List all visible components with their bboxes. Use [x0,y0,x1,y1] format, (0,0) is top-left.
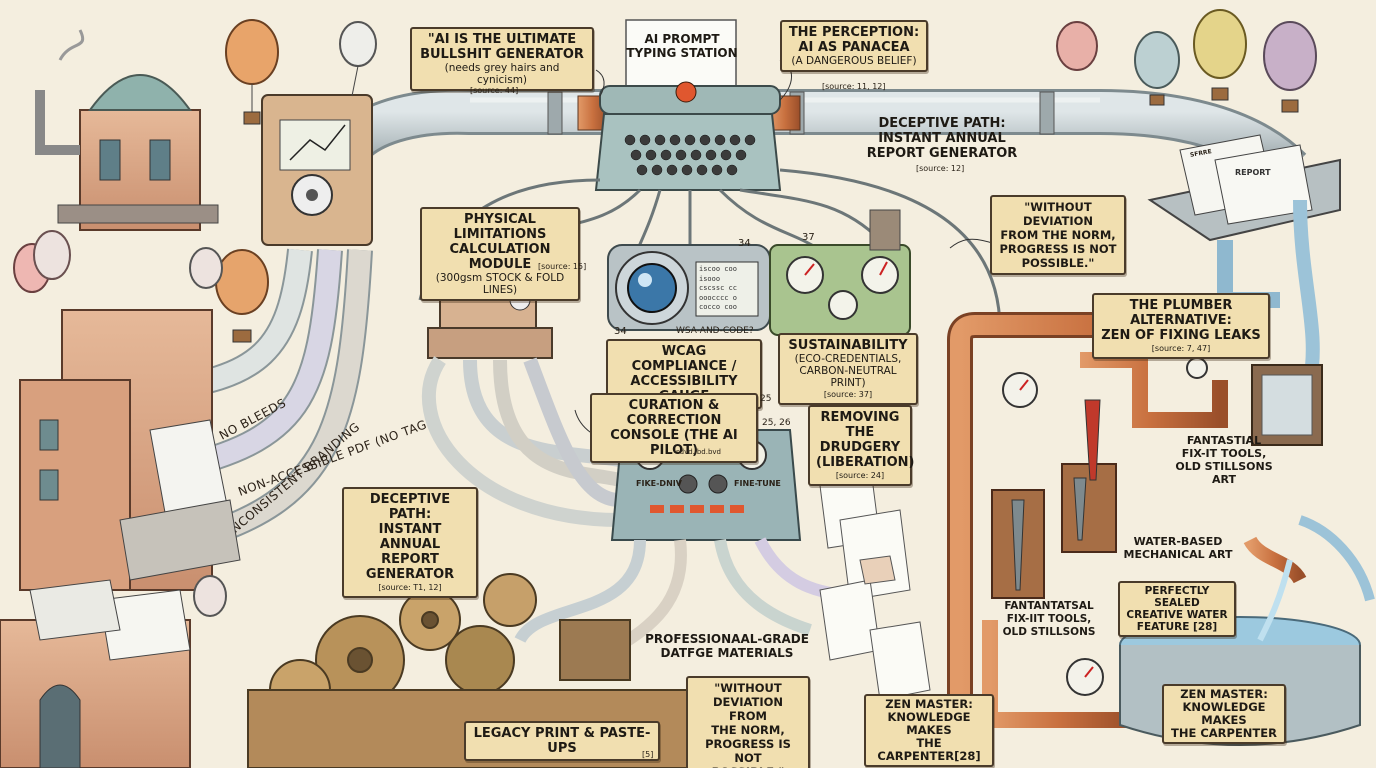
annotation-25: 25 [760,394,772,404]
floating-papers [817,461,931,701]
balloons [13,9,1317,617]
label-professional-materials: PROFESSIONAAL-GRADE DATFGE MATERIALS [634,632,820,660]
gauge-panel-green [769,209,911,336]
camera-screen: iscoo coo isooo cscssc cc ooocccc o cocc… [699,265,757,313]
bullshit-source: [source: 44] [470,86,519,95]
label-quote-top: "WITHOUT DEVIATION FROM THE NORM, PROGRE… [990,195,1126,275]
perception-sub: (A DANGEROUS BELIEF) [791,55,917,67]
camera-module [607,244,771,331]
sustainability-source: [source: 37] [823,390,873,399]
label-curation-console: CURATION & CORRECTION CONSOLE (THE AI PI… [590,393,758,463]
bullshit-sub: (needs grey hairs and cynicism) [444,62,560,86]
typewriter [594,19,782,191]
zen-right-text: ZEN MASTER: KNOWLEDGE MAKES THE CARPENTE… [1171,687,1277,740]
deceptive-left-source: [source: T1, 12] [378,583,442,592]
drudgery-title: REMOVING THE DRUDGERY (LIBERATION) [816,410,915,470]
perception-source: [source: 11, 12] [822,82,886,91]
legacy-source: [5] [642,750,654,759]
professional-text: PROFESSIONAAL-GRADE DATFGE MATERIALS [645,632,809,660]
console-display: sdvd.lbd.bvd [676,448,721,456]
deceptive-left-title: DECEPTIVE PATH: INSTANT ANNUAL REPORT GE… [365,492,455,582]
fantastial-right-text: FANTASTIAL FIX-IT TOOLS, OLD STILLSONS A… [1175,434,1273,486]
label-plumber-alternative: THE PLUMBER ALTERNATIVE: ZEN OF FIXING L… [1092,293,1270,359]
annotation-37: 37 [802,232,815,243]
console-knob-right-label: FINE-TUNE [734,479,781,488]
label-bullshit-generator: "AI IS THE ULTIMATE BULLSHIT GENERATOR (… [410,27,594,91]
sustainability-title: SUSTAINABILITY [788,338,908,353]
label-zen-master-mid: ZEN MASTER: KNOWLEDGE MAKES THE CARPENTE… [864,694,994,767]
plumber-title: THE PLUMBER ALTERNATIVE: ZEN OF FIXING L… [1101,298,1261,343]
deceptive-top-source: [source: 12] [916,164,965,173]
console-knob-left-label: FIKE-DNIV [636,479,682,488]
left-tower [35,29,219,231]
main-overhead-pipe [319,88,1307,187]
perception-title: THE PERCEPTION: AI AS PANACEA [788,25,920,55]
label-removing-drudgery: REMOVING THE DRUDGERY (LIBERATION) [sour… [808,405,915,486]
label-legacy-print: LEGACY PRINT & PASTE-UPS [464,721,660,761]
physical-sub: (300gsm STOCK & FOLD LINES) [435,272,565,296]
label-zen-master-right: ZEN MASTER: KNOWLEDGE MAKES THE CARPENTE… [1162,684,1286,744]
label-physical-limitations: PHYSICAL LIMITATIONS CALCULATION MODULE … [420,207,580,301]
sealed-text: PERFECTLY SEALED CREATIVE WATER FEATURE … [1126,585,1228,633]
gauge-machine-left [261,94,373,246]
sustainability-sub: (ECO-CREDENTIALS, CARBON-NEUTRAL PRINT) [794,353,902,389]
annotation-wsa: WSA-AND-CODE? [676,326,754,336]
plumber-source: [source: 7, 47] [1151,344,1211,353]
legacy-title: LEGACY PRINT & PASTE-UPS [473,726,651,756]
annotation-34-top: 34 [738,238,751,249]
zen-mid-text: ZEN MASTER: KNOWLEDGE MAKES THE CARPENTE… [877,697,981,763]
label-sealed-water-feature: PERFECTLY SEALED CREATIVE WATER FEATURE … [1118,581,1236,637]
screen-line: cscssc cc [699,284,737,292]
label-deceptive-top: DECEPTIVE PATH: INSTANT ANNUAL REPORT GE… [862,116,1022,161]
drudgery-source: [source: 24] [835,471,885,480]
brick-building-bottom [0,579,191,768]
label-water-based: WATER-BASED MECHANICAL ART [1118,535,1238,561]
quote-top-text: "WITHOUT DEVIATION FROM THE NORM, PROGRE… [999,200,1117,270]
label-deceptive-left: DECEPTIVE PATH: INSTANT ANNUAL REPORT GE… [342,487,478,598]
screen-line: iscoo coo [699,265,737,273]
bullshit-title: "AI IS THE ULTIMATE BULLSHIT GENERATOR [420,32,584,62]
annotation-25-26: 25, 26 [762,418,791,428]
label-fantastial-right: FANTASTIAL FIX-IT TOOLS, OLD STILLSONS A… [1170,434,1278,486]
tool-boards [991,399,1117,599]
report-tray: REPORT [1147,134,1341,242]
curation-title: CURATION & CORRECTION CONSOLE (THE AI PI… [610,398,738,458]
label-typing-station: AI PROMPT TYPING STATION [626,32,738,60]
label-fantantatsal: FANTANTATSAL FIX-IIT TOOLS, OLD STILLSON… [990,600,1108,639]
quote-bottom-text: "WITHOUT DEVIATION FROM THE NORM, PROGRE… [705,681,791,768]
fantantatsal-text: FANTANTATSAL FIX-IIT TOOLS, OLD STILLSON… [1002,600,1096,638]
typing-station-title: AI PROMPT TYPING STATION [626,32,738,60]
label-perception: THE PERCEPTION: AI AS PANACEA (A DANGERO… [780,20,928,72]
screen-line: cocco coo [699,303,737,311]
deceptive-top-title: DECEPTIVE PATH: INSTANT ANNUAL REPORT GE… [866,116,1018,161]
screen-line: ooocccc o [699,293,737,302]
label-sustainability: SUSTAINABILITY (ECO-CREDENTIALS, CARBON-… [778,333,918,405]
physical-title: PHYSICAL LIMITATIONS CALCULATION MODULE [449,212,551,272]
label-quote-bottom: "WITHOUT DEVIATION FROM THE NORM, PROGRE… [686,676,810,768]
physical-source: [source: 15] [538,262,587,271]
screen-line: isooo [699,274,721,283]
water-based-text: WATER-BASED MECHANICAL ART [1123,535,1233,561]
tray-report-label: REPORT [1235,168,1271,177]
left-factory [19,309,241,591]
annotation-34-left: 34 [614,326,627,337]
